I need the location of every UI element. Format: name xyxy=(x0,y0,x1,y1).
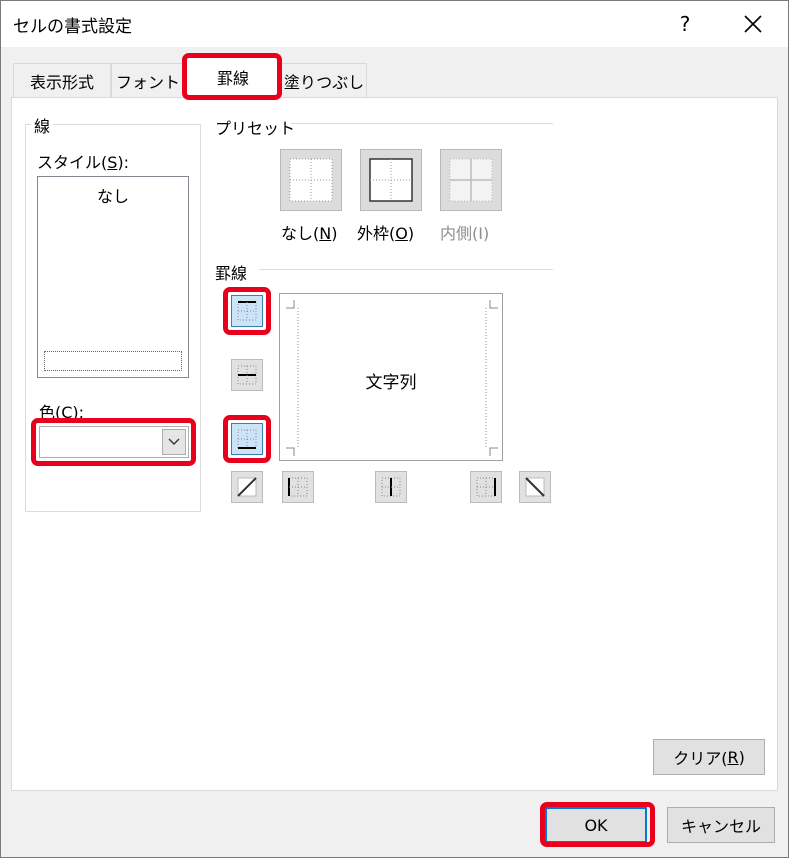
line-group-title: 線 xyxy=(31,113,54,137)
border-diagonal-down-button[interactable] xyxy=(519,471,551,503)
close-icon xyxy=(744,15,762,33)
diagonal-up-icon xyxy=(237,477,257,497)
color-select[interactable] xyxy=(39,426,189,458)
style-label: スタイル(S): xyxy=(37,153,130,172)
border-right-button[interactable] xyxy=(470,471,502,503)
title-bar: セルの書式設定 ? xyxy=(1,1,788,47)
dialog-title: セルの書式設定 xyxy=(13,17,132,37)
tab-fill[interactable]: 塗りつぶし xyxy=(281,63,367,97)
close-button[interactable] xyxy=(723,1,783,47)
help-button[interactable]: ? xyxy=(679,12,691,36)
borders-title: 罫線 xyxy=(215,260,254,284)
preset-inside-label: 内側(I) xyxy=(440,224,490,243)
border-middle-horizontal-icon xyxy=(237,365,257,385)
preview-corner-marks xyxy=(286,300,498,456)
tab-border[interactable]: 罫線 xyxy=(185,55,281,98)
preset-none-label: なし(N) xyxy=(281,224,338,243)
color-dropdown-button[interactable] xyxy=(162,429,186,455)
preset-outline-label: 外枠(O) xyxy=(357,224,415,243)
preset-inside-icon xyxy=(449,158,493,202)
color-label: 色(C): xyxy=(39,403,85,422)
preset-outline-button[interactable] xyxy=(360,149,422,211)
presets-title: プリセット xyxy=(215,115,302,139)
preset-none-icon xyxy=(289,158,333,202)
line-style-list[interactable]: なし xyxy=(37,176,189,378)
border-diagonal-up-button[interactable] xyxy=(231,471,263,503)
clear-button[interactable]: クリア(R) xyxy=(653,739,765,775)
border-left-button[interactable] xyxy=(282,471,314,503)
preset-outline-icon xyxy=(369,158,413,202)
border-top-button[interactable] xyxy=(231,295,263,327)
tab-number[interactable]: 表示形式 xyxy=(13,63,111,97)
presets-divider xyxy=(291,123,553,124)
border-middle-vertical-button[interactable] xyxy=(375,471,407,503)
border-middle-vertical-icon xyxy=(381,477,401,497)
ok-button[interactable]: OK xyxy=(545,807,647,843)
preview-text: 文字列 xyxy=(365,373,417,393)
line-style-dotted[interactable] xyxy=(44,351,182,371)
line-group xyxy=(25,124,201,512)
preset-none-button[interactable] xyxy=(280,149,342,211)
border-bottom-button[interactable] xyxy=(231,423,263,455)
preset-inside-button[interactable] xyxy=(440,149,502,211)
tab-font[interactable]: フォント xyxy=(111,63,185,97)
cancel-button[interactable]: キャンセル xyxy=(667,807,775,843)
diagonal-down-icon xyxy=(525,477,545,497)
border-middle-horizontal-button[interactable] xyxy=(231,359,263,391)
border-right-icon xyxy=(476,477,496,497)
borders-divider xyxy=(259,269,553,270)
border-left-icon xyxy=(288,477,308,497)
border-top-icon xyxy=(237,301,257,321)
chevron-down-icon xyxy=(168,438,180,445)
line-style-none[interactable]: なし xyxy=(96,187,129,206)
border-preview[interactable]: 文字列 xyxy=(279,293,503,461)
border-bottom-icon xyxy=(237,429,257,449)
